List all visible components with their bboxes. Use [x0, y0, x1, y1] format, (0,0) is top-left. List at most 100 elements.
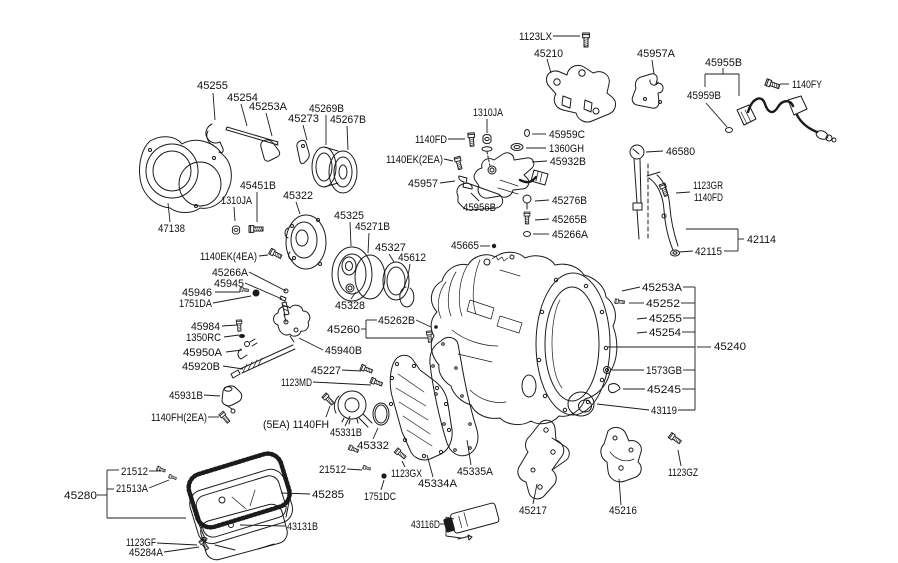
bolt-1140fh-2ea-icon	[218, 410, 232, 425]
leader-line	[645, 150, 664, 153]
leader-line	[531, 160, 548, 163]
nut-1310ja-left-icon	[231, 225, 241, 235]
gasket-45285-icon	[186, 451, 292, 530]
ring-1573gb-icon	[603, 366, 611, 374]
leader-line	[325, 405, 331, 418]
ring-45959c-icon	[524, 129, 530, 137]
leader-line	[212, 92, 216, 121]
leader-line	[403, 263, 411, 289]
part-label-45932B: 45932B	[550, 156, 586, 168]
part-label-45262B: 45262B	[378, 315, 415, 327]
clip-45957-icon	[458, 175, 473, 190]
bolt-45252-icon	[614, 298, 626, 305]
part-label-45254: 45254	[649, 327, 681, 339]
leader-line	[651, 59, 655, 75]
part-label-45325: 45325	[334, 210, 364, 222]
part-label-1310JA: 1310JA	[221, 195, 253, 207]
leader-line	[532, 483, 538, 505]
leader-line	[148, 479, 170, 489]
part-label-1751DA: 1751DA	[179, 298, 213, 310]
part-label-1140FY: 1140FY	[792, 79, 823, 91]
part-label-45284A: 45284A	[129, 547, 164, 559]
part-label-47138: 47138	[158, 223, 185, 235]
grommet-45959b-icon	[725, 127, 733, 133]
parts-artwork	[139, 32, 837, 561]
pin-45266a-icon	[283, 288, 289, 294]
part-label-45260: 45260	[327, 324, 360, 336]
bolt-45984-icon	[235, 319, 243, 332]
oil-seal-43119-icon	[567, 391, 595, 417]
part-label-45946: 45946	[182, 287, 212, 299]
part-label-45216: 45216	[609, 505, 637, 517]
part-label-43119: 43119	[651, 405, 677, 417]
leader-line	[221, 324, 238, 327]
leader-line	[298, 337, 324, 351]
gasket-45335a-icon	[429, 336, 479, 457]
part-label-45335A: 45335A	[457, 466, 494, 478]
leader-line	[248, 271, 287, 292]
part-label-45957: 45957	[408, 178, 438, 190]
part-label-45327: 45327	[375, 242, 406, 254]
leader-line	[349, 221, 352, 247]
leader-line	[534, 199, 550, 202]
washer-1751da-icon	[252, 289, 260, 297]
part-label-1140FD: 1140FD	[415, 134, 447, 146]
bolt-45262b-icon	[425, 330, 434, 343]
leader-line	[280, 492, 311, 495]
part-label-45955B: 45955B	[705, 57, 742, 69]
leader-line	[341, 369, 362, 372]
part-label-46580: 46580	[666, 146, 695, 158]
leader-line	[265, 112, 273, 137]
part-label-45931B: 45931B	[169, 390, 203, 402]
dipstick-46580-drawing	[629, 144, 649, 240]
filler-tube-42114-drawing	[646, 171, 680, 257]
part-label-45612: 45612	[398, 252, 426, 264]
leader-line	[636, 317, 648, 320]
bolt-1140fh-5ea-icon	[321, 392, 336, 407]
part-label-45267B: 45267B	[330, 114, 366, 126]
part-label-1310JA: 1310JA	[473, 107, 504, 119]
leader-line	[621, 286, 641, 292]
part-label-1573GB: 1573GB	[646, 365, 682, 377]
part-label-21513A: 21513A	[116, 483, 149, 495]
bolt-1140fy-icon	[764, 78, 781, 91]
part-label-45940B: 45940B	[325, 345, 362, 357]
part-label-1140FH(2EA): 1140FH(2EA)	[151, 412, 207, 424]
part-label-45451B: 45451B	[240, 180, 276, 192]
leader-line	[302, 124, 308, 141]
bracket-45957a-drawing	[631, 73, 664, 109]
leader-line	[203, 394, 221, 397]
leader-line	[618, 478, 622, 506]
washer-1751dc-icon	[381, 473, 387, 479]
part-label-1123GX: 1123GX	[391, 468, 423, 480]
part-label-45665: 45665	[451, 240, 479, 252]
side-cover-45334a-drawing	[321, 336, 479, 479]
part-label-45265B: 45265B	[552, 214, 587, 226]
part-label-45254: 45254	[227, 92, 258, 104]
stud-1123md-icon	[369, 376, 384, 388]
part-label-21512: 21512	[121, 466, 148, 478]
part-label-45957A: 45957A	[637, 48, 676, 60]
bracket-45217-drawing	[517, 419, 570, 500]
part-label-45255: 45255	[197, 80, 228, 92]
part-label-45217: 45217	[519, 505, 547, 517]
part-label-45266A: 45266A	[552, 229, 589, 241]
bolt-21512-left-icon	[155, 465, 167, 474]
sleeve-45331b-icon	[337, 390, 367, 420]
part-label-45920B: 45920B	[182, 361, 220, 373]
leader-line	[678, 250, 694, 253]
leader-line	[225, 349, 243, 353]
selector-lever-45255-drawing	[205, 123, 310, 165]
leader-line	[346, 125, 349, 151]
leader-line	[546, 58, 552, 74]
leader-line	[223, 334, 240, 338]
leader-line	[470, 192, 480, 202]
leader-line	[388, 253, 395, 263]
hole-43131b-icon	[228, 522, 234, 528]
part-label-45276B: 45276B	[552, 195, 587, 207]
part-label-45959B: 45959B	[687, 90, 721, 102]
leader-line	[596, 403, 650, 411]
converter-housing-47138-drawing	[139, 136, 232, 213]
